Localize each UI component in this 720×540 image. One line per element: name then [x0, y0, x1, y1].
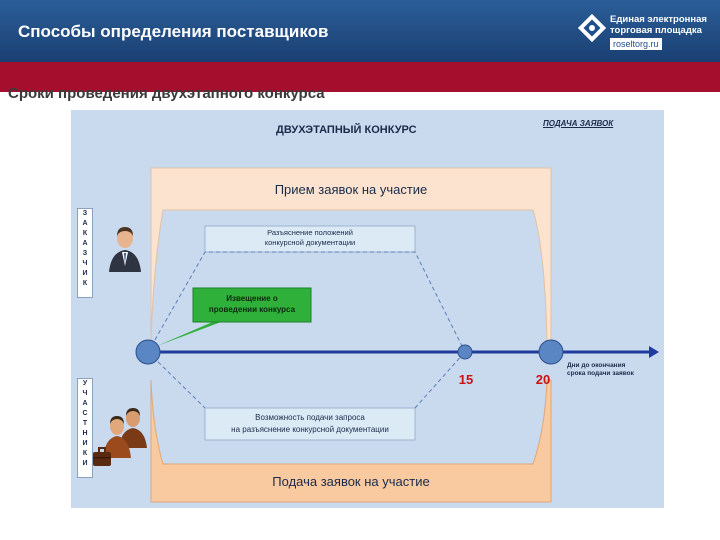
dashed-connector-bottom: [147, 351, 466, 409]
diagram-canvas: [135, 167, 659, 503]
customer-person-icon: [109, 227, 141, 272]
diagram-title: ДВУХЭТАПНЫЙ КОНКУРС: [276, 124, 417, 136]
clarification-line-2: конкурсной документации: [264, 238, 356, 247]
participants-letter: Т: [82, 420, 88, 427]
dashed-connector-top: [147, 251, 466, 353]
axis-note-line-1: Дни до окончания: [567, 362, 626, 369]
timeline-day-20-marker: [538, 339, 564, 365]
day-20-label: 20: [535, 372, 551, 387]
customer-letter: З: [82, 250, 88, 257]
customer-letter: А: [82, 220, 88, 227]
bottom-submission-box: [150, 379, 552, 503]
slide-subtitle: Сроки проведения двухэтапного конкурса: [8, 85, 325, 102]
logo-line-1: Единая электронная: [610, 14, 707, 25]
clarification-box: [204, 225, 416, 253]
notice-line-1: Извещение о: [226, 294, 278, 303]
participants-letter: Ч: [82, 390, 88, 397]
request-line-2: на разъяснение конкурсной документации: [231, 425, 389, 434]
roseltorg-emblem-icon: [578, 14, 606, 42]
participants-letter: И: [82, 460, 88, 467]
participants-letter: К: [82, 450, 88, 457]
clarification-line-1: Разъяснение положений: [267, 228, 353, 237]
participants-letter: А: [82, 400, 88, 407]
axis-note-line-2: срока подачи заявок: [567, 370, 634, 377]
top-box-label: Прием заявок на участие: [274, 182, 428, 197]
participants-side-label: У Ч А С Т Н И К И: [77, 378, 93, 478]
request-box: [204, 407, 416, 441]
clarification-text: Разъяснение положений конкурсной докумен…: [205, 228, 415, 248]
customer-letter: З: [82, 210, 88, 217]
customer-side-label: З А К А З Ч И К: [77, 208, 93, 298]
timeline-start-marker: [135, 339, 161, 365]
top-acceptance-box: [150, 167, 552, 343]
axis-note: Дни до окончания срока подачи заявок: [567, 362, 659, 378]
request-text: Возможность подачи запроса на разъяснени…: [205, 412, 415, 436]
notice-text: Извещение о проведении конкурса: [193, 293, 311, 315]
tender-diagram: ДВУХЭТАПНЫЙ КОНКУРС ПОДАЧА ЗАЯВОК Прием …: [71, 110, 664, 508]
notice-box: [192, 287, 312, 323]
header-bar: Способы определения поставщиков Единая э…: [0, 0, 720, 62]
briefcase-icon: [93, 447, 111, 466]
logo-line-2: торговая площадка: [610, 25, 702, 36]
customer-letter: Ч: [82, 260, 88, 267]
participants-letter: С: [82, 410, 88, 417]
logo-url[interactable]: roseltorg.ru: [610, 38, 662, 50]
bottom-box-label: Подача заявок на участие: [272, 474, 430, 489]
red-divider-bar: [0, 62, 720, 92]
customer-letter: К: [82, 230, 88, 237]
day-15-label: 15: [458, 372, 474, 387]
request-line-1: Возможность подачи запроса: [255, 413, 365, 422]
customer-letter: К: [82, 280, 88, 287]
customer-letter: И: [82, 270, 88, 277]
notice-line-2: проведении конкурса: [208, 305, 296, 314]
participants-letter: Н: [82, 430, 88, 437]
timeline-arrowhead: [649, 346, 659, 358]
customer-letter: А: [82, 240, 88, 247]
participants-letter: У: [82, 380, 88, 387]
participants-letter: И: [82, 440, 88, 447]
submission-link[interactable]: ПОДАЧА ЗАЯВОК: [543, 119, 614, 128]
page-title: Способы определения поставщиков: [18, 22, 329, 41]
timeline-day-15-marker: [457, 344, 473, 360]
